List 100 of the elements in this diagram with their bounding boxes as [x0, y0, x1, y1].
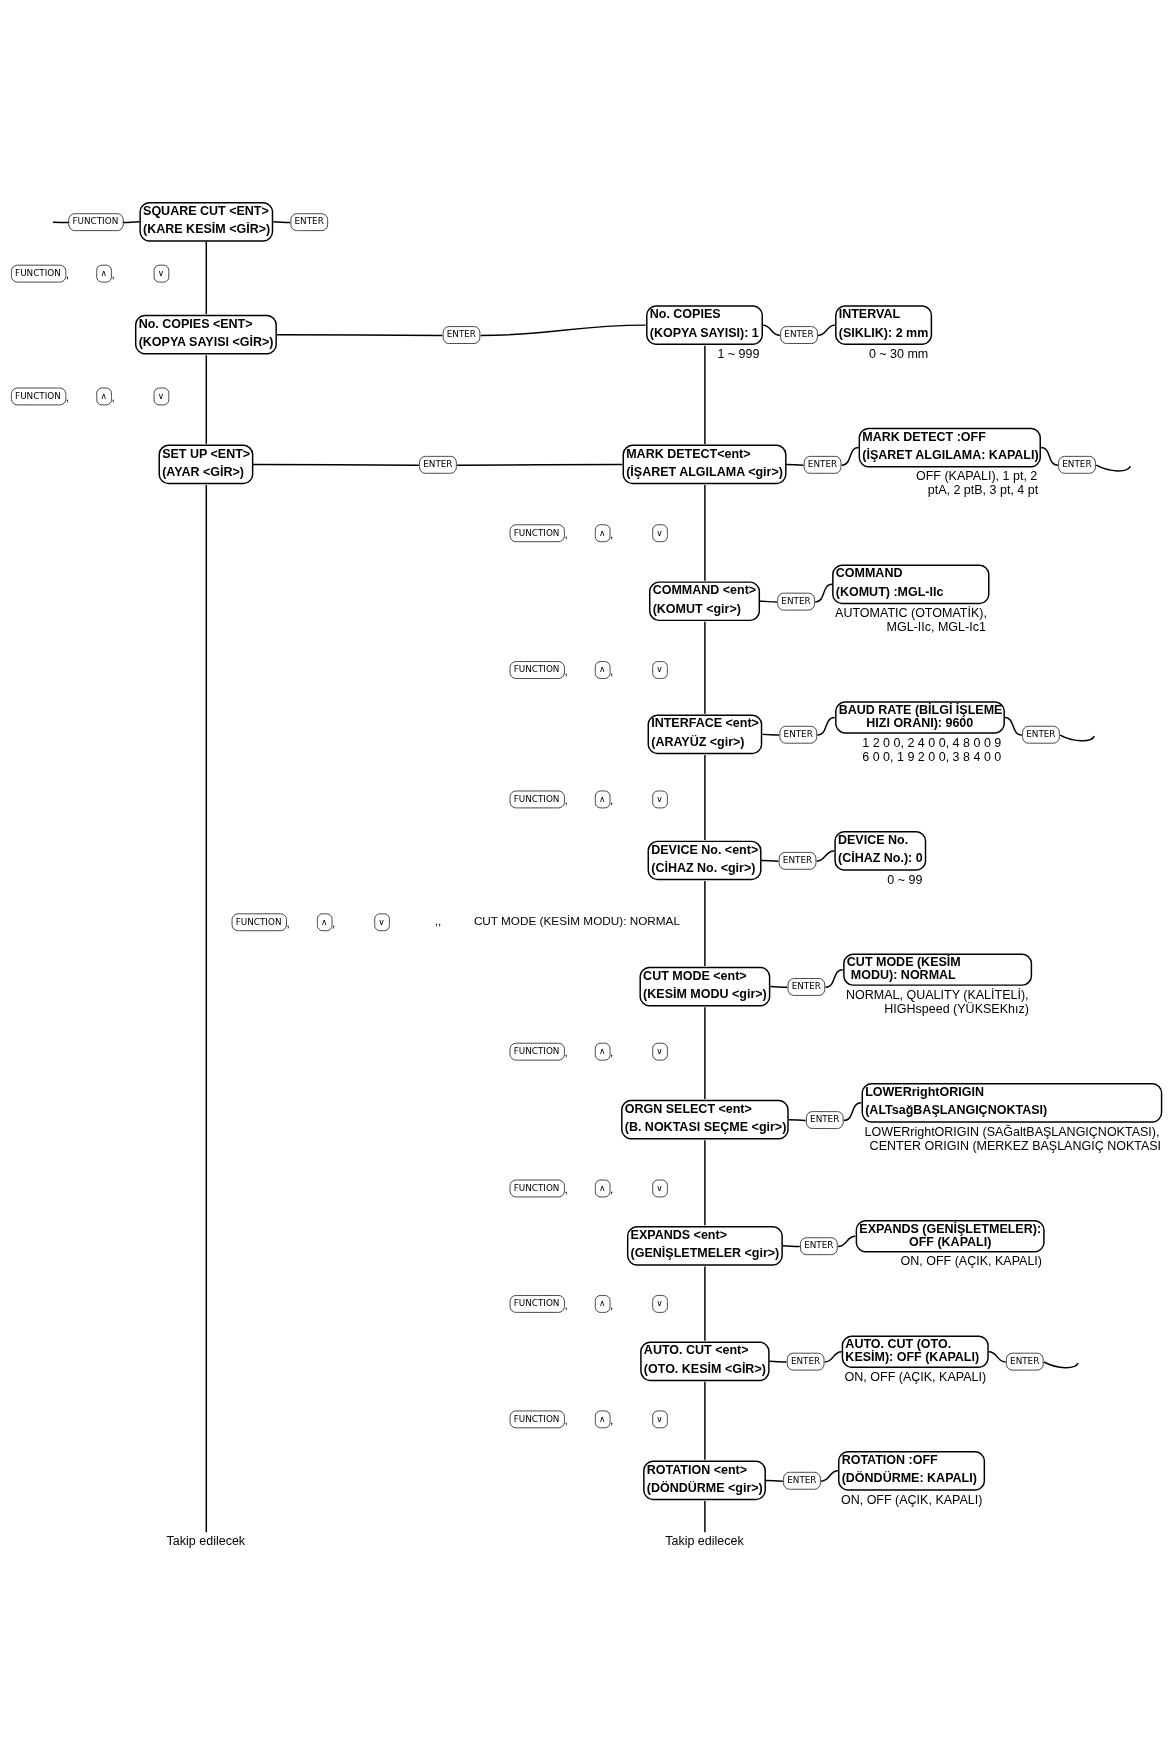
node-box: FUNCTION: [509, 1410, 565, 1429]
node-box: MARK DETECT :OFF (İŞARET ALGILAMA: KAPALI): [858, 427, 1041, 468]
node-box: INTERFACE <ent> (ARAYÜZ <gir>): [647, 714, 763, 755]
connector: [1095, 464, 1132, 472]
connector: [704, 1381, 706, 1461]
node-label: OFF (KAPALI), 1 pt, 2 ptA, 2 ptB, 3 pt, 4 pt: [915, 469, 1039, 498]
connector: [824, 968, 844, 989]
node-box: CUT MODE <ent> (KESİM MODU <gir>): [639, 966, 771, 1007]
node-box: ORGN SELECT <ent> (B. NOKTASI SEÇME <gir>): [621, 1099, 789, 1140]
node-label: LOWERrightORIGIN (SAĞaltBAŞLANGIÇNOKTASI), CENTER ORIGIN (MERKEZ BAŞLANGIÇ NOKTASI: [864, 1124, 1162, 1153]
connector: [758, 600, 778, 603]
connector: [824, 1351, 843, 1363]
node-box: EXPANDS (GENİŞLETMELER): OFF (KAPALI): [855, 1220, 1045, 1253]
connector: [814, 583, 833, 603]
connector: [122, 221, 141, 224]
connector: [764, 1479, 784, 1482]
connector: [704, 621, 706, 715]
node-label: ,: [610, 1297, 614, 1311]
connector: [815, 850, 835, 862]
node-box: FUNCTION: [68, 213, 124, 231]
node-label: ,: [610, 526, 614, 540]
node-box: EXPANDS <ent> (GENİŞLETMELER <gir>): [626, 1225, 783, 1266]
node-label: ,: [564, 526, 568, 540]
node-label: ,: [65, 390, 70, 404]
node-box: MARK DETECT<ent> (İŞARET ALGILAMA <gir>): [622, 444, 787, 485]
node-box: ENTER: [290, 213, 328, 231]
node-label: ,: [111, 390, 115, 404]
node-label: ,: [610, 1413, 614, 1427]
node-box: FUNCTION: [509, 1295, 565, 1313]
connector: [988, 1351, 1007, 1363]
node-box: CUT MODE (KESİM MODU): NORMAL: [843, 953, 1033, 986]
node-label: ON, OFF (AÇIK, KAPALI): [844, 1369, 987, 1384]
node-box: SET UP <ENT> (AYAR <GİR>): [158, 444, 254, 485]
node-box: ENTER: [783, 1471, 821, 1490]
connector: [205, 240, 208, 315]
node-box: FUNCTION: [509, 790, 565, 809]
label: CUT MODE (KESİM MODU): NORMAL: [473, 913, 680, 927]
node-label: ,: [564, 1045, 568, 1059]
node-label: 1 ~ 999: [717, 346, 760, 361]
node-label: ,: [610, 1045, 614, 1059]
connector: [769, 985, 788, 989]
connector: [761, 733, 780, 736]
node-box: ROTATION <ent> (DÖNDÜRME <gir>): [643, 1460, 766, 1501]
node-box: ENTER: [780, 326, 818, 344]
connector: [456, 463, 623, 466]
connector: [840, 446, 860, 466]
connector: [816, 716, 836, 736]
node-box: DEVICE No. (CİHAZ No.): 0: [834, 831, 927, 871]
connector: [785, 463, 805, 466]
node-label: ,: [564, 1413, 568, 1427]
connector: [252, 463, 420, 466]
node-box: COMMAND (KOMUT) :MGL-IIc: [832, 564, 990, 605]
node-text: Takip edilecek: [665, 1534, 744, 1549]
node-box: INTERVAL (SIKLIK): 2 mm: [835, 305, 933, 345]
node-box: ROTATION :OFF (DÖNDÜRME: KAPALI): [838, 1451, 986, 1491]
connector: [837, 1235, 856, 1248]
node-label: ,: [332, 915, 336, 929]
node-box: ENTER: [419, 456, 457, 474]
connector: [205, 354, 208, 445]
node-box: FUNCTION: [509, 1179, 565, 1198]
node-box: BAUD RATE (BİLGİ İŞLEME HIZI ORANI): 9600: [835, 701, 1005, 734]
connector: [1040, 446, 1059, 466]
connector: [704, 484, 706, 582]
node-box: No. COPIES <ENT> (KOPYA SAYISI <GİR>): [134, 314, 277, 355]
connector: [479, 324, 647, 337]
node-label: ,: [610, 663, 614, 677]
node-box: FUNCTION: [509, 524, 565, 543]
node-label: ,: [564, 1297, 568, 1311]
node-box: ENTER: [800, 1237, 838, 1255]
connector: [1059, 734, 1096, 742]
connector: [1043, 1361, 1079, 1369]
node-box: ENTER: [1058, 456, 1096, 474]
connector: [704, 1006, 706, 1100]
connector: [704, 880, 706, 967]
node-label: NORMAL, QUALITY (KALİTELİ), HIGHspeed (YÜKSEKhız): [846, 987, 1029, 1016]
connector: [704, 1500, 706, 1533]
node-box: ENTER: [777, 592, 815, 611]
connector: [704, 1139, 706, 1226]
node-box: FUNCTION: [509, 1042, 565, 1061]
node-box: AUTO. CUT (OTO. KESİM): OFF (KAPALI): [841, 1335, 989, 1368]
node-label: ,: [610, 793, 614, 807]
node-label: ,: [564, 663, 568, 677]
node-box: ENTER: [787, 978, 826, 996]
node-box: FUNCTION: [231, 913, 287, 932]
label: ,,: [434, 913, 442, 927]
node-box: ENTER: [1022, 725, 1060, 744]
node-label: ,: [286, 915, 290, 929]
connector: [768, 1360, 788, 1363]
node-box: ENTER: [806, 1111, 844, 1129]
connector: [704, 754, 706, 841]
connector: [704, 344, 706, 445]
node-box: LOWERrightORIGIN (ALTsağBAŞLANGIÇNOKTASI): [861, 1082, 1163, 1123]
connector: [205, 484, 208, 1533]
connector: [788, 1118, 807, 1122]
node-box: AUTO. CUT <ent> (OTO. KESİM <GİR>): [640, 1341, 770, 1382]
node-box: SQUARE CUT <ENT> (KARE KESİM <GİR>): [139, 201, 274, 242]
connector: [782, 1245, 801, 1248]
node-box: No. COPIES (KOPYA SAYISI): 1: [646, 305, 763, 345]
node-label: ,: [111, 267, 115, 281]
node-label: ON, OFF (AÇIK, KAPALI): [840, 1492, 983, 1507]
